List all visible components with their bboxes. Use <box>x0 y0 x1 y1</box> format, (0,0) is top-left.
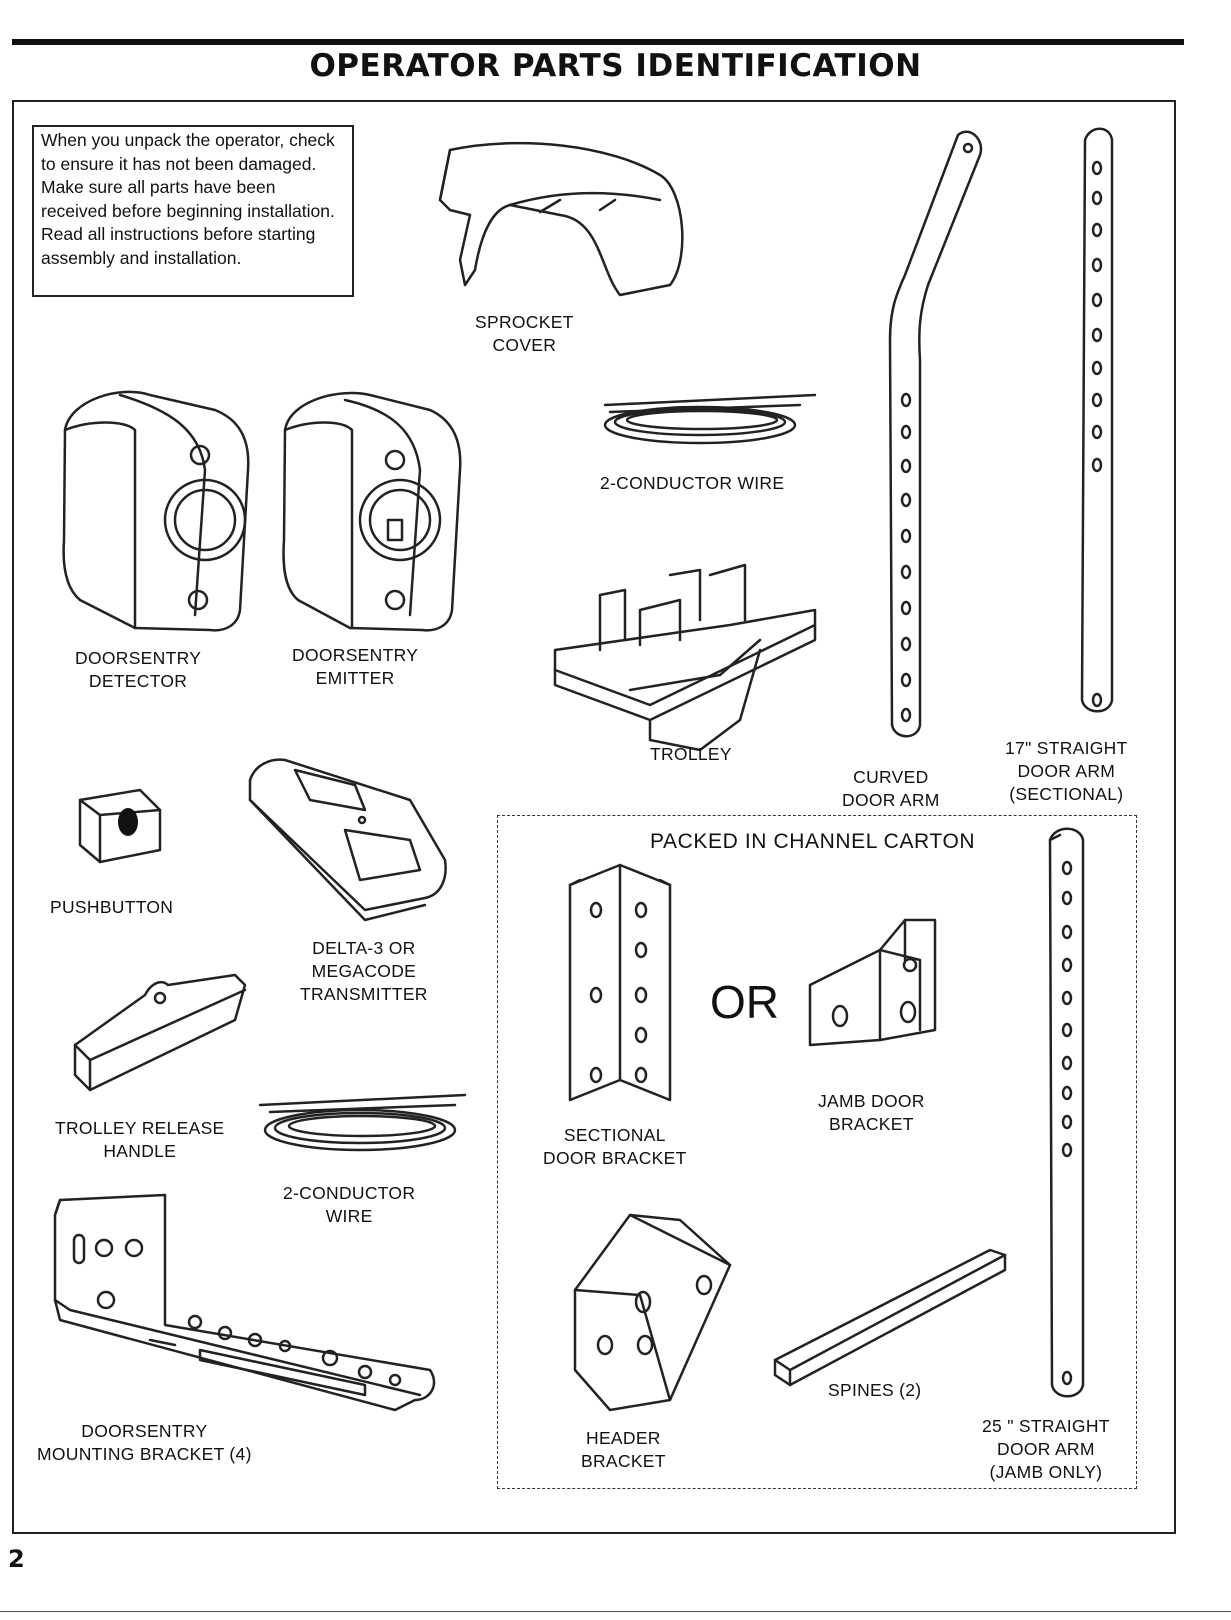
sectional-door-bracket-icon <box>568 863 672 1102</box>
or-label: OR <box>710 976 779 1028</box>
trolley-release-handle-icon <box>73 973 247 1092</box>
unpacking-notice: When you unpack the operator, check to e… <box>32 125 360 303</box>
transmitter-icon <box>248 758 447 922</box>
spines-icon <box>773 1248 1007 1387</box>
mounting-bracket-icon <box>53 1193 436 1412</box>
bottom-rule <box>0 1611 1231 1612</box>
straight-door-arm-25-icon <box>1048 827 1085 1398</box>
sprocket-cover-icon <box>438 141 684 297</box>
top-rule <box>12 39 1184 45</box>
straight-door-arm-17-icon <box>1080 127 1114 713</box>
pushbutton-label: PUSHBUTTON <box>50 897 174 917</box>
wire-top-label: 2-CONDUCTOR WIRE <box>600 473 785 493</box>
pushbutton-icon <box>78 788 162 864</box>
parts-frame <box>12 100 1176 1534</box>
wire-icon <box>258 1093 467 1152</box>
spines-label: SPINES (2) <box>828 1380 922 1400</box>
page-number: 2 <box>8 1545 25 1573</box>
emitter-icon <box>282 391 462 632</box>
carton-title: PACKED IN CHANNEL CARTON <box>650 830 976 853</box>
wire-icon <box>603 393 817 445</box>
detector-icon <box>62 390 250 632</box>
curved-door-arm-icon <box>888 130 983 738</box>
trolley-label: TROLLEY <box>650 744 732 764</box>
channel-carton-box <box>497 815 1137 1489</box>
header-bracket-icon <box>573 1213 732 1412</box>
trolley-icon <box>553 563 817 752</box>
page-title: OPERATOR PARTS IDENTIFICATION <box>309 48 922 84</box>
jamb-door-bracket-icon <box>808 918 937 1047</box>
